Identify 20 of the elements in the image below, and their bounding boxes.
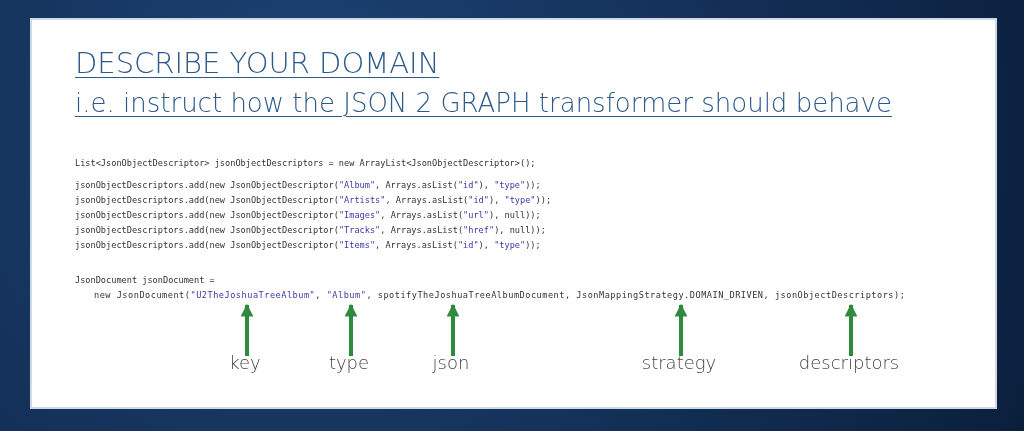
- annotation-label: key: [229, 352, 261, 374]
- arrow: [344, 303, 358, 356]
- code-line: jsonObjectDescriptors.add(new JsonObjectDescriptor("Tracks", Arrays.asList("href"), null));: [75, 225, 546, 235]
- slide-title: DESCRIBE YOUR DOMAIN: [75, 46, 440, 80]
- subtitle: i.e. instruct how the JSON 2 GRAPH transformer should behave: [75, 88, 892, 118]
- code-line: jsonObjectDescriptors.add(new JsonObjectDescriptor("Album", Arrays.asList("id"), "type"));: [75, 180, 541, 190]
- annotation-label: strategy: [641, 352, 717, 374]
- code-line: jsonObjectDescriptors.add(new JsonObjectDescriptor("Items", Arrays.asList("id"), "type"));: [75, 240, 541, 250]
- arrow: [844, 303, 858, 356]
- arrow: [674, 303, 688, 356]
- annotation-label: json: [432, 352, 470, 374]
- code-line: List<JsonObjectDescriptor> jsonObjectDescriptors = new ArrayList<JsonObjectDescriptor>();: [75, 158, 536, 168]
- arrow: [446, 303, 460, 356]
- arrow: [240, 303, 254, 356]
- annotation-label: type: [328, 352, 370, 374]
- code-line: new JsonDocument("U2TheJoshuaTreeAlbum", "Album", spotifyTheJoshuaTreeAlbumDocument, JsonMappingStrategy.DOMAIN_DRIVEN, jsonObjectDescriptors);: [94, 290, 906, 300]
- code-line: jsonObjectDescriptors.add(new JsonObjectDescriptor("Images", Arrays.asList("url"), null));: [75, 210, 541, 220]
- code-line: jsonObjectDescriptors.add(new JsonObjectDescriptor("Artists", Arrays.asList("id"), "type"));: [75, 195, 552, 205]
- code-line: JsonDocument jsonDocument =: [75, 275, 215, 285]
- annotation-label: descriptors: [798, 352, 900, 374]
